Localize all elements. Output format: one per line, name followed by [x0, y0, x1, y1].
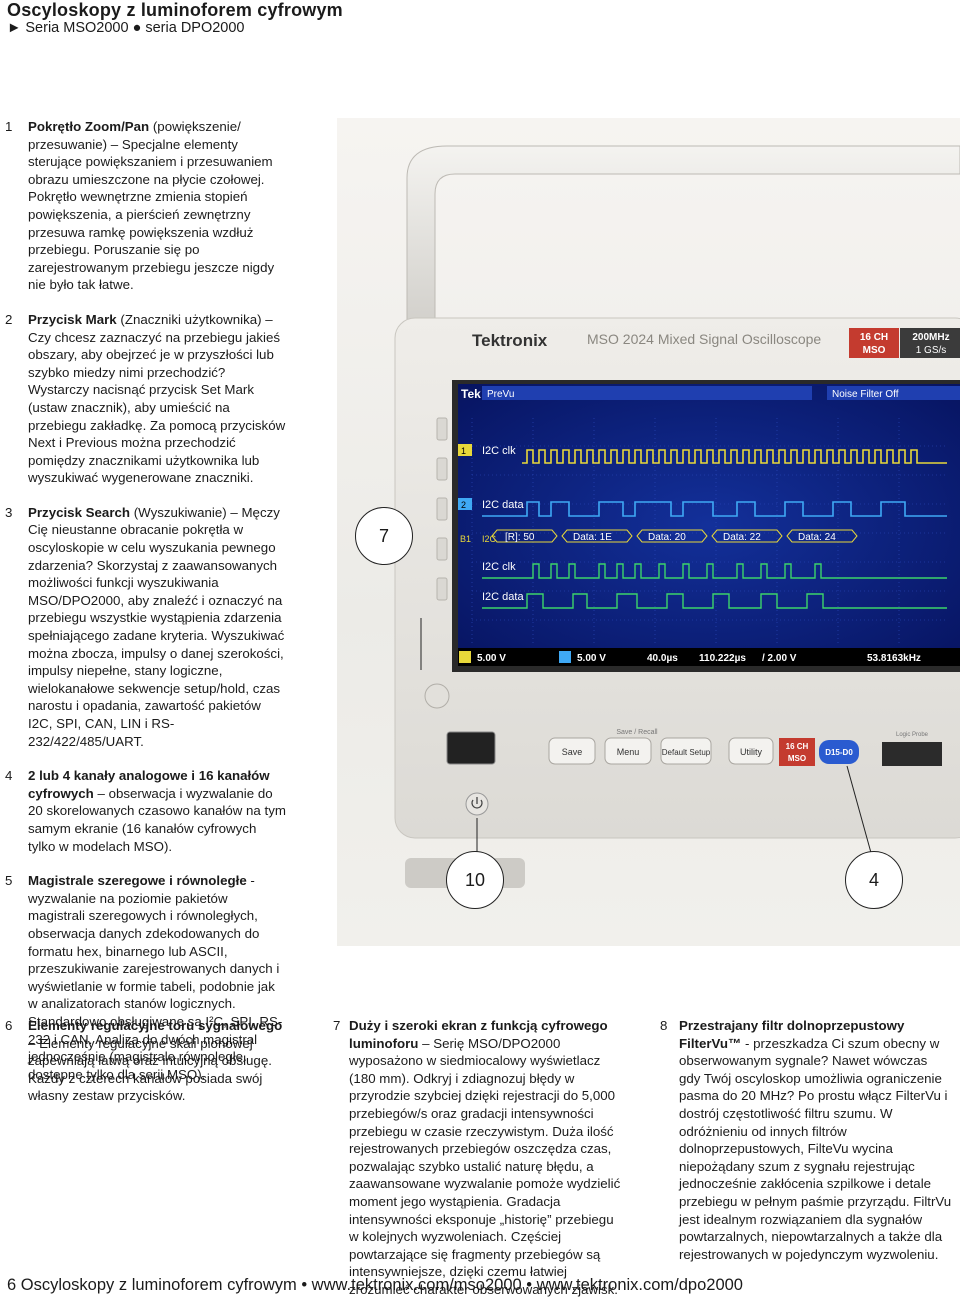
save-recall-label: Save / Recall [616, 729, 658, 736]
utility-button [728, 737, 774, 765]
d2-waveform [482, 593, 947, 609]
brand-logo: Tektronix [472, 331, 548, 350]
bus-ref: B1 [460, 534, 471, 544]
page-subtitle: ► Seria MSO2000 ● seria DPO2000 [7, 20, 245, 36]
packet-2: Data: 20 [648, 532, 686, 543]
svg-text:16 CH: 16 CH [786, 742, 809, 751]
status-position: 110.222µs [699, 653, 746, 664]
oscilloscope-photo: Tektronix MSO 2024 Mixed Signal Oscillos… [337, 118, 960, 946]
svg-text:Default Setup: Default Setup [662, 748, 711, 757]
ch2-label: I2C data [482, 499, 524, 511]
page-title: Oscyloskopy z luminoforem cyfrowym [7, 0, 343, 20]
d1-waveform [482, 563, 947, 579]
ch1-label: I2C clk [482, 445, 516, 457]
default-setup-button [660, 737, 712, 765]
packet-3: Data: 22 [723, 532, 761, 543]
svg-text:Utility: Utility [740, 747, 762, 757]
status-bar: 5.00 V 5.00 V 40.0µs 110.222µs / 2.00 V … [459, 651, 921, 664]
badge-16ch: 16 CH [860, 332, 888, 343]
status-ch1: 5.00 V [477, 653, 506, 664]
packet-4: Data: 24 [798, 532, 836, 543]
status-timebase: 40.0µs [647, 653, 678, 664]
callout-4: 4 [845, 851, 903, 909]
d15-d0-button [819, 740, 859, 764]
prevu-label: PreVu [487, 389, 514, 400]
tek-label: Tek [461, 387, 481, 401]
packet-1: Data: 1E [573, 532, 612, 543]
bus-tag: I2C [482, 534, 497, 544]
menu-button [604, 737, 652, 765]
ch1-waveform [522, 449, 947, 464]
bezel-side-buttons [436, 417, 448, 601]
d2-label: I2C data [482, 591, 524, 603]
save-button [548, 737, 596, 765]
status-trigger: / 2.00 V [762, 653, 797, 664]
logic-probe-connector [882, 742, 942, 766]
packet-0: [R]: 50 [505, 532, 535, 543]
oscilloscope-illustration: Tektronix MSO 2024 Mixed Signal Oscillos… [394, 145, 960, 888]
svg-text:MSO: MSO [788, 754, 806, 763]
scope-screen [458, 384, 960, 666]
bus-decode: [R]: 50 Data: 1E Data: 20 Data: 22 Data:… [491, 529, 858, 543]
svg-text:D15-D0: D15-D0 [825, 748, 853, 757]
spec-samplerate: 1 GS/s [916, 345, 947, 356]
page-footer: 6 Oscyloskopy z luminoforem cyfrowym • w… [7, 1276, 743, 1294]
usb-port [446, 731, 496, 765]
d1-label: I2C clk [482, 561, 516, 573]
svg-text:1: 1 [461, 446, 466, 456]
noise-filter-label: Noise Filter Off [832, 389, 899, 400]
svg-text:Menu: Menu [617, 747, 640, 757]
svg-text:Save: Save [562, 747, 583, 757]
logic-probe-label: Logic Probe [896, 732, 929, 738]
ch2-waveform [482, 501, 947, 517]
callout-7: 7 [355, 507, 413, 565]
badge-mso: MSO [863, 345, 886, 356]
svg-text:2: 2 [461, 500, 466, 510]
callout-10: 10 [446, 851, 504, 909]
status-frequency: 53.8163kHz [867, 653, 921, 664]
status-ch2: 5.00 V [577, 653, 606, 664]
spec-bandwidth: 200MHz [912, 332, 949, 343]
model-label: MSO 2024 Mixed Signal Oscilloscope [587, 331, 821, 347]
